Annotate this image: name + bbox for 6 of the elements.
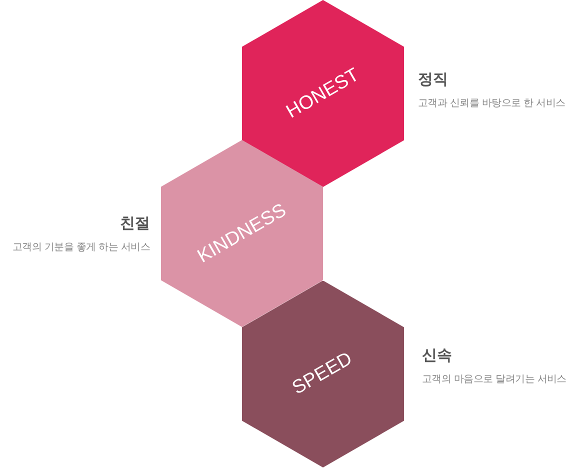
side-description: 고객과 신뢰를 바탕으로 한 서비스: [418, 97, 566, 111]
side-description: 고객의 기분을 좋게 하는 서비스: [12, 241, 150, 255]
side-description: 고객의 마음으로 달려기는 서비스: [422, 373, 566, 387]
side-heading: 신속: [422, 345, 452, 365]
side-heading: 친절: [120, 213, 150, 233]
side-heading: 정직: [418, 69, 448, 89]
